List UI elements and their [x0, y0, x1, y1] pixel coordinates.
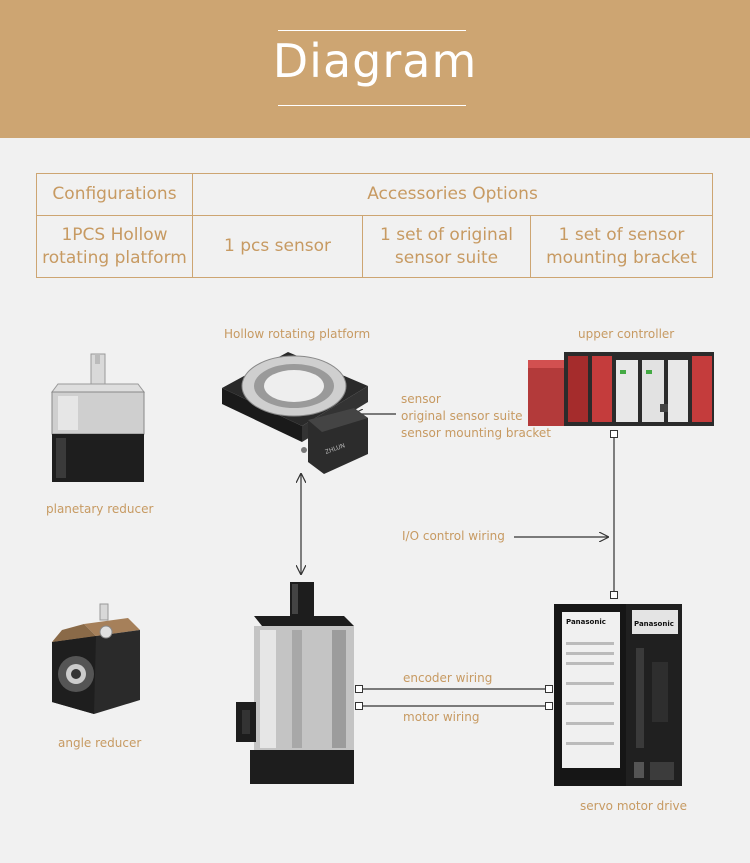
angle-reducer-image — [52, 603, 140, 714]
label-servo-drive: servo motor drive — [580, 799, 688, 813]
motor-port-drive — [545, 702, 553, 710]
label-sensor: sensor — [401, 392, 441, 406]
configurations-header: Configurations — [36, 173, 193, 216]
upper-controller-image — [528, 352, 714, 426]
label-upper-controller: upper controller — [578, 327, 675, 341]
label-angle-reducer: angle reducer — [58, 736, 142, 750]
drive-brand-front: Panasonic — [566, 618, 606, 626]
controller-port — [610, 430, 618, 438]
planetary-reducer-image — [51, 353, 145, 482]
drive-brand-side: Panasonic — [634, 620, 674, 628]
hollow-platform-image: ZHLUN — [222, 352, 368, 474]
label-hollow-platform: Hollow rotating platform — [224, 327, 371, 341]
encoder-port-motor — [355, 685, 363, 693]
option-sensor-suite-line2: sensor suite — [394, 247, 499, 268]
config-value-line1: 1PCS Hollow — [61, 224, 168, 245]
encoder-port-drive — [545, 685, 553, 693]
option-mounting-bracket-line1: 1 set of sensor — [558, 224, 685, 245]
title-bottom-rule — [278, 105, 466, 106]
label-sensor-mounting-bracket: sensor mounting bracket — [401, 426, 552, 440]
option-sensor-suite-line1: 1 set of original — [380, 224, 513, 245]
label-original-sensor-suite: original sensor suite — [401, 409, 523, 423]
motor-port-motor — [355, 702, 363, 710]
servo-drive-image: Panasonic Panasonic — [554, 604, 682, 786]
label-motor-wiring: motor wiring — [403, 710, 480, 724]
option-sensor: 1 pcs sensor — [192, 215, 363, 278]
label-encoder-wiring: encoder wiring — [403, 671, 493, 685]
title-top-rule — [278, 30, 466, 31]
drive-io-port — [610, 591, 618, 599]
option-mounting-bracket-line2: mounting bracket — [546, 247, 697, 268]
servo-motor-image — [236, 582, 354, 784]
label-io-wiring: I/O control wiring — [402, 529, 505, 543]
config-value-line2: rotating platform — [42, 247, 187, 268]
configuration-table: Configurations Accessories Options 1PCS … — [36, 173, 713, 278]
header-banner: Diagram — [0, 0, 750, 138]
page-title: Diagram — [272, 34, 478, 88]
label-planetary-reducer: planetary reducer — [46, 502, 154, 516]
